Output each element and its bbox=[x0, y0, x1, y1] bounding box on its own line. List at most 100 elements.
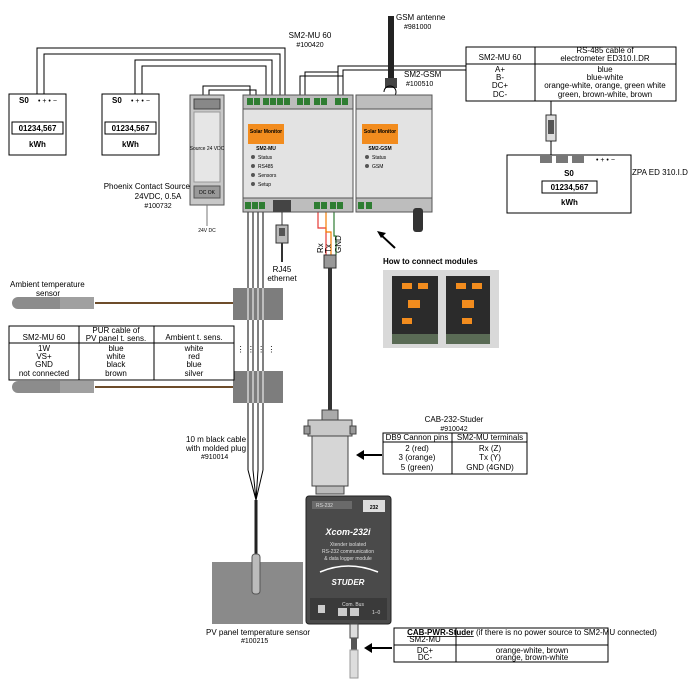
pv-panel-sensor bbox=[212, 553, 303, 624]
rs232-wires bbox=[317, 212, 337, 255]
meter1-unit: kWh bbox=[29, 140, 46, 149]
sm2gsm-brand: Solar Monitor bbox=[364, 129, 396, 135]
xcom-brand: STUDER bbox=[332, 578, 365, 587]
db9-r3-left: 5 (green) bbox=[401, 463, 434, 472]
gsm-antenna-title: GSM antenne bbox=[396, 13, 446, 22]
zpa-reading: 01234,567 bbox=[551, 183, 589, 192]
black-cable-line1: 10 m black cable bbox=[186, 435, 247, 444]
meter2-unit: kWh bbox=[122, 140, 139, 149]
rj45-plug bbox=[275, 212, 289, 262]
sm2gsm-led-status: Status bbox=[372, 155, 387, 161]
cabpwr-header-bold: CAB-PWR-Studer bbox=[407, 628, 474, 637]
how-to-photo bbox=[383, 270, 499, 348]
xcom-switch-label: 1–0 bbox=[372, 610, 381, 616]
sm2mu-bottom-terminals bbox=[245, 202, 343, 209]
cabpwr-header-left: SM2-MU bbox=[409, 635, 441, 644]
wiring bbox=[36, 47, 553, 501]
wire-converge bbox=[247, 469, 264, 501]
sm2gsm-title: SM2-GSM bbox=[404, 70, 442, 79]
xcom-name: Xcom-232i bbox=[324, 527, 371, 537]
meter1-terminals: • + • − bbox=[38, 98, 57, 105]
rs485-row1-right: blue bbox=[597, 65, 613, 74]
energy-meter-1: S0 • + • − 01234,567 kWh bbox=[8, 93, 67, 156]
zpa-s0-label: S0 bbox=[564, 169, 574, 178]
db9-r3-right: GND (4GND) bbox=[466, 463, 514, 472]
rs232-rx-label: Rx bbox=[316, 243, 325, 253]
db9-table: DB9 Cannon pins SM2-MU terminals 2 (red)… bbox=[382, 432, 528, 475]
meter2-terminals: • + • − bbox=[131, 98, 150, 105]
pur-header-1: SM2-MU 60 bbox=[23, 333, 66, 342]
ambient-line2: sensor bbox=[36, 289, 60, 298]
meter1-reading: 01234,567 bbox=[19, 124, 57, 133]
cab232-part: #910042 bbox=[440, 426, 467, 433]
wire-meter1-a bbox=[36, 47, 286, 95]
gsm-sim-holder bbox=[413, 208, 423, 232]
wire-rs485-b bbox=[304, 71, 339, 95]
cab-pwr-plug bbox=[349, 623, 359, 679]
pur-header-3: Ambient t. sens. bbox=[165, 333, 222, 342]
cabpwr-r2-left: DC- bbox=[418, 653, 433, 662]
sm2mu-top-terminals bbox=[247, 98, 348, 105]
zpa-meter: • + • − S0 01234,567 kWh bbox=[506, 154, 632, 214]
sm2mu-part: #100420 bbox=[296, 42, 323, 49]
pur-r3-c2: black bbox=[107, 360, 127, 369]
db9-r2-right: Tx (Y) bbox=[479, 453, 501, 462]
sm2mu-brand: Solar Monitor bbox=[250, 129, 282, 135]
sm2mu-rj45-port bbox=[273, 200, 291, 212]
db9-header-right: SM2-MU terminals bbox=[457, 433, 523, 442]
pur-r4-c1: not connected bbox=[19, 369, 69, 378]
sm2mu-led-rs485: RS485 bbox=[258, 164, 274, 170]
gsm-antenna-part: #981000 bbox=[404, 24, 431, 31]
cabpwr-r2-right: orange, brown-white bbox=[496, 653, 569, 662]
sm2mu-model: SM2-MU bbox=[256, 146, 276, 152]
wire-meter2-a bbox=[134, 59, 273, 95]
cab-pwr-arrow-icon bbox=[364, 643, 372, 653]
rs485-row4-right: green, brown-white, brown bbox=[558, 90, 652, 99]
wire-rs485-a bbox=[299, 75, 344, 95]
db9-connector bbox=[303, 409, 357, 495]
rs485-header-left: SM2-MU 60 bbox=[479, 53, 522, 62]
meter1-s0-label: S0 bbox=[19, 96, 29, 105]
pv-sensor-part: #100215 bbox=[241, 638, 268, 645]
cabpwr-r1-right: orange-white, brown bbox=[496, 646, 568, 655]
psu-label-line1: Phoenix Contact Source bbox=[104, 182, 191, 191]
wire-meter2-b bbox=[141, 65, 267, 95]
pur-r1-c3: white bbox=[184, 344, 204, 353]
psu-label-part: #100732 bbox=[144, 203, 171, 210]
how-to-label: How to connect modules bbox=[383, 257, 478, 266]
pur-r1-c2: blue bbox=[108, 344, 124, 353]
pur-r1-c1: 1W bbox=[38, 344, 50, 353]
gsm-antenna bbox=[383, 16, 397, 99]
cabpwr-header-rest: (if there is no power source to SM2-MU c… bbox=[474, 628, 658, 637]
sm2mu-module: Solar Monitor SM2-MU Status RS485 Sensor… bbox=[242, 94, 354, 213]
pur-r3-c3: blue bbox=[186, 360, 202, 369]
psu-bottom-text: DC OK bbox=[199, 190, 216, 196]
rs485-row2-right: blue-white bbox=[587, 73, 624, 82]
sm2mu-led-setup: Setup bbox=[258, 182, 271, 188]
sm2gsm-module: Solar Monitor SM2-GSM Status GSM bbox=[355, 94, 433, 213]
cabpwr-r1-left: DC+ bbox=[417, 646, 434, 655]
sm2gsm-part: #100510 bbox=[406, 81, 433, 88]
meter2-reading: 01234,567 bbox=[112, 124, 150, 133]
rs485-plug bbox=[545, 101, 557, 155]
psu-under-text: 24V DC bbox=[198, 228, 216, 234]
cab232-title: CAB-232-Studer bbox=[425, 415, 484, 424]
wire-meter1-b bbox=[43, 53, 281, 95]
junction-wires bbox=[247, 288, 264, 403]
energy-meter-2: S0 • + • − 01234,567 kWh bbox=[101, 93, 160, 156]
db9-r1-left: 2 (red) bbox=[405, 444, 429, 453]
sm2mu-led-sensors: Sensors bbox=[258, 173, 277, 179]
xcom-bus-label: Com. Bus bbox=[342, 602, 364, 608]
xcom-badge: 232 bbox=[370, 505, 379, 511]
sm2gsm-model: SM2-GSM bbox=[368, 146, 391, 152]
rs485-row1-left: A+ bbox=[495, 65, 505, 74]
db9-r1-right: Rx (Z) bbox=[479, 444, 502, 453]
pur-r4-c2: brown bbox=[105, 369, 127, 378]
black-cable-part: #910014 bbox=[201, 454, 228, 461]
ambient-line1: Ambient temperature bbox=[10, 280, 85, 289]
ambient-sensor-probe bbox=[12, 297, 94, 309]
